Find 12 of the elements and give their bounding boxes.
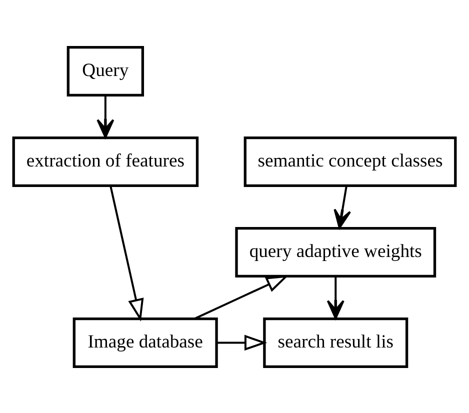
arrow: [334, 186, 352, 228]
arrow: [194, 274, 289, 320]
node-box: Image database: [72, 316, 218, 368]
node-box: query adaptive weights: [235, 226, 436, 278]
node-box: extraction of features: [12, 136, 199, 187]
arrow: [326, 276, 344, 319]
node-box: Query: [66, 46, 144, 96]
arrow: [216, 334, 268, 350]
arrow: [96, 95, 114, 138]
arrow: [110, 185, 144, 321]
node-box: semantic concept classes: [244, 136, 457, 187]
node-box: search result lis: [263, 316, 408, 368]
